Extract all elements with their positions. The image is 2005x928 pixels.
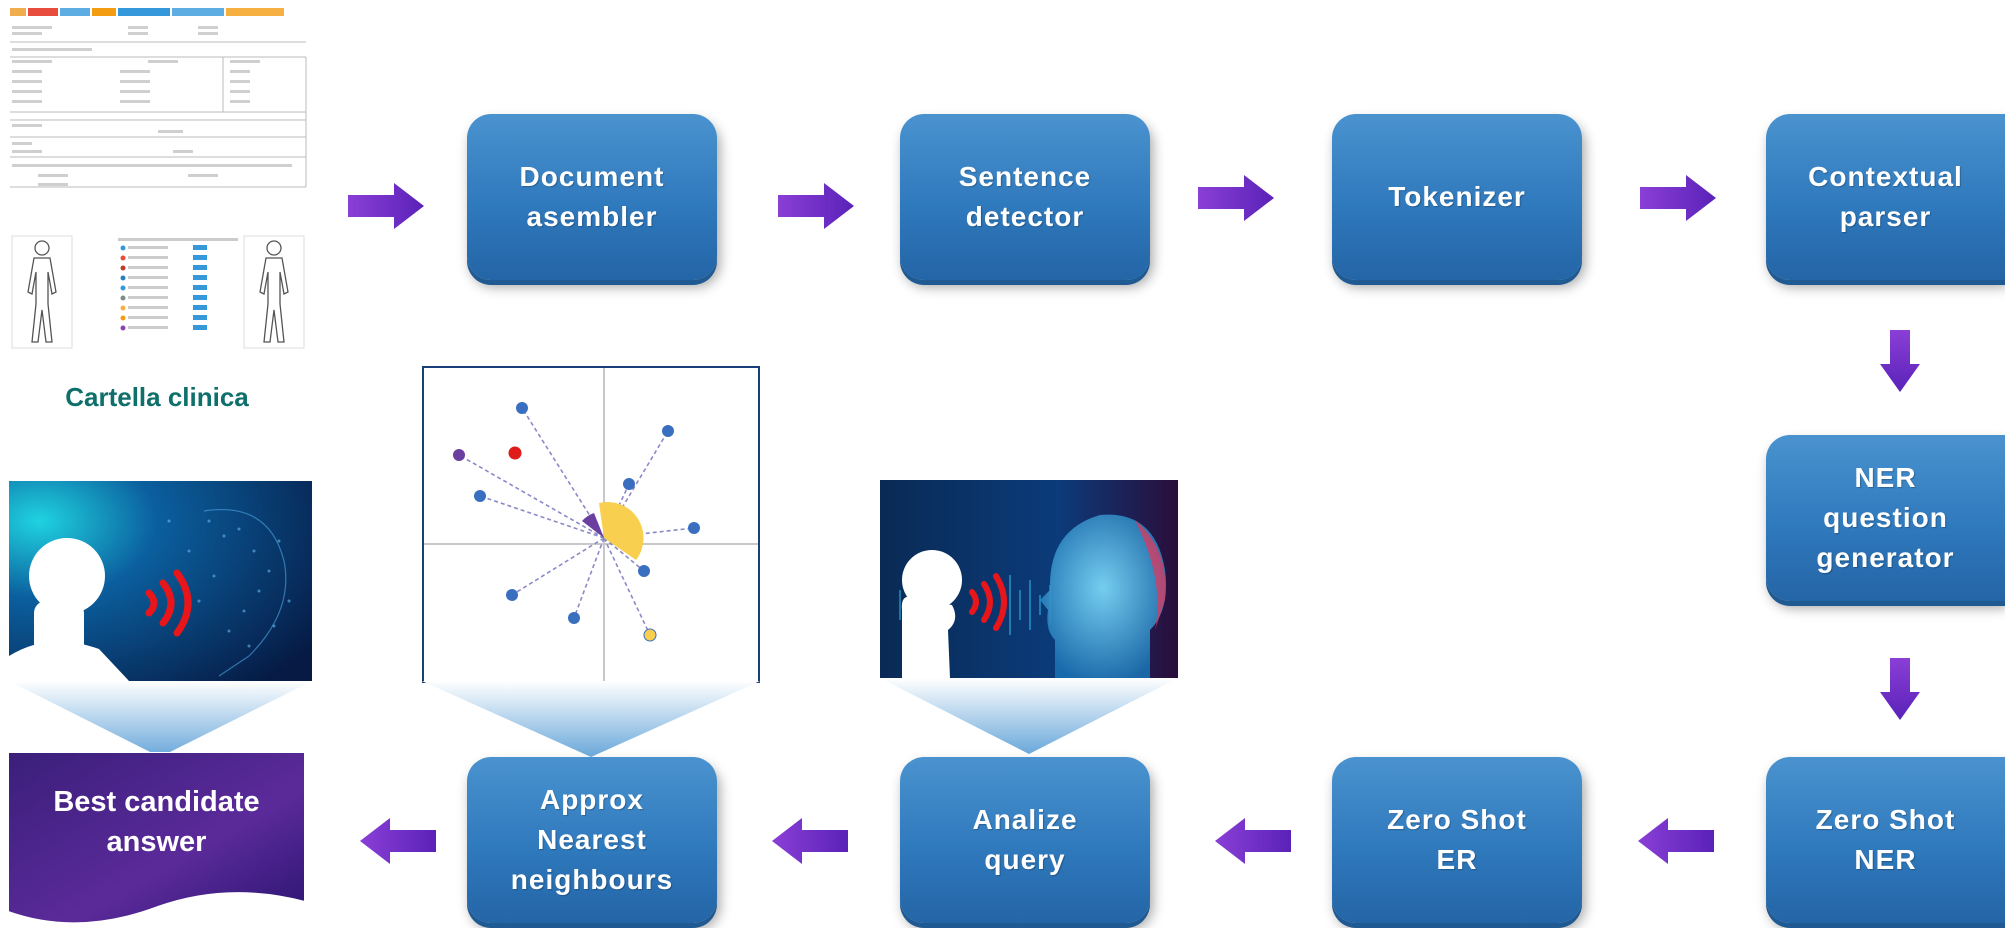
callout-triangle: [9, 681, 312, 757]
vector-space-scatter-icon: [422, 366, 760, 683]
arrow-right-icon: [1640, 175, 1716, 221]
box-label: Zero Shot NER: [1815, 804, 1956, 875]
tokenizer-box: Tokenizer: [1332, 114, 1582, 280]
document-assembler-box: Document asembler: [467, 114, 717, 280]
arrow-down-icon: [1880, 330, 1920, 392]
voice-ai-head-image: [880, 480, 1178, 678]
sentence-detector-box: Sentence detector: [900, 114, 1150, 280]
box-label: Analize query: [972, 804, 1078, 875]
body-chart-icon: [8, 232, 308, 352]
arrow-left-icon: [1638, 818, 1714, 864]
callout-triangle: [422, 681, 760, 757]
box-label: Contextual parser: [1808, 161, 1963, 232]
arrow-left-icon: [360, 818, 436, 864]
zero-shot-ner-box: Zero Shot NER: [1766, 757, 2005, 923]
approx-nearest-neighbours-box: Approx Nearest neighbours: [467, 757, 717, 923]
arrow-right-icon: [1198, 175, 1274, 221]
analize-query-box: Analize query: [900, 757, 1150, 923]
medical-record-form-icon: [8, 2, 308, 197]
best-candidate-answer-label: Best candidate answer: [53, 786, 260, 858]
box-label: Tokenizer: [1388, 181, 1526, 212]
contextual-parser-box: Contextual parser: [1766, 114, 2005, 280]
arrow-down-icon: [1880, 658, 1920, 720]
box-label: Approx Nearest neighbours: [510, 784, 674, 895]
zero-shot-er-box: Zero Shot ER: [1332, 757, 1582, 923]
arrow-left-icon: [772, 818, 848, 864]
box-label: Zero Shot ER: [1387, 804, 1527, 875]
box-label: NER question generator: [1816, 462, 1955, 573]
arrow-left-icon: [1215, 818, 1291, 864]
box-label: Document asembler: [519, 161, 665, 232]
ner-question-generator-box: NER question generator: [1766, 435, 2005, 601]
voice-face-scan-image: [9, 481, 312, 681]
box-label: Sentence detector: [958, 161, 1092, 232]
arrow-right-icon: [778, 183, 854, 229]
record-caption: Cartella clinica: [65, 382, 249, 412]
callout-triangle: [880, 678, 1178, 754]
best-candidate-answer-shape: [7, 751, 306, 925]
arrow-right-icon: [348, 183, 424, 229]
